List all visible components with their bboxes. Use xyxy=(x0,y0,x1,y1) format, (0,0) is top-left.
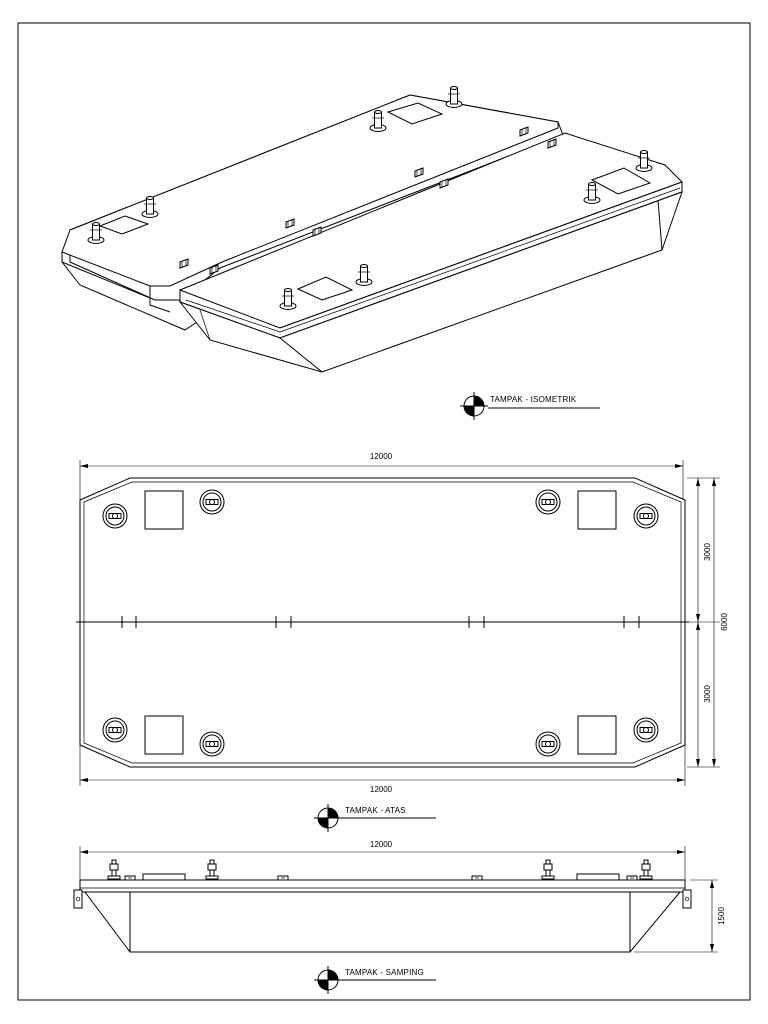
isometric-view-label: TAMPAK - ISOMETRIK xyxy=(490,395,577,404)
side-view-label: TAMPAK - SAMPING xyxy=(345,968,424,977)
side-view xyxy=(73,846,718,994)
top-length-dim: 12000 xyxy=(370,452,393,461)
hatch-bottom-right xyxy=(577,715,617,755)
bottom-length-dim: 12000 xyxy=(370,785,393,794)
iso-back-pontoon xyxy=(61,86,564,331)
joint-connectors xyxy=(121,616,640,628)
drawing-frame xyxy=(17,22,751,1001)
hatch-bottom-left xyxy=(144,715,184,755)
top-section-marker xyxy=(314,804,436,832)
height-dim: 1500 xyxy=(717,907,726,925)
top-view xyxy=(76,460,720,832)
hatch-top-right xyxy=(577,490,617,530)
side-deck xyxy=(79,879,686,893)
side-hull xyxy=(84,891,682,953)
isometric-view xyxy=(61,86,683,420)
half-width-lower-dim: 3000 xyxy=(703,685,712,703)
half-width-upper-dim: 3000 xyxy=(703,543,712,561)
hatch-top-left xyxy=(144,490,184,530)
iso-front-pontoon xyxy=(178,132,683,373)
iso-section-marker xyxy=(460,392,600,420)
side-section-marker xyxy=(314,966,436,994)
total-width-dim: 6000 xyxy=(720,613,729,631)
side-length-dim: 12000 xyxy=(370,840,393,849)
top-view-label: TAMPAK - ATAS xyxy=(345,806,406,815)
